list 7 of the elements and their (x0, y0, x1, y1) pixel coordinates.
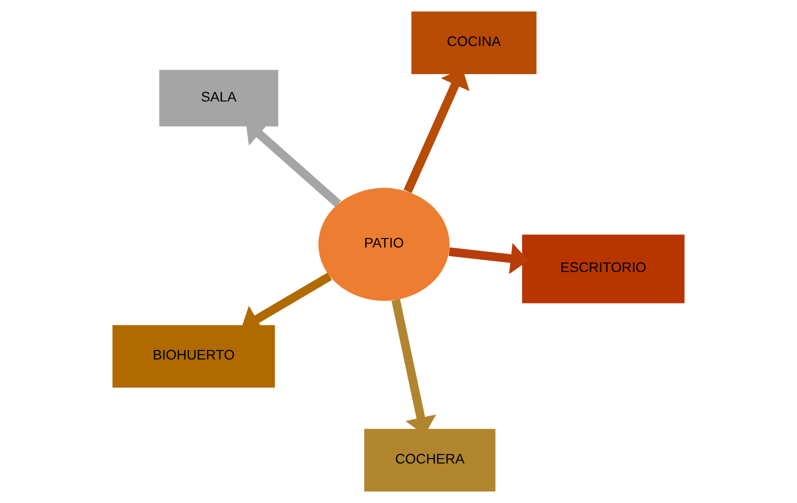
node-box: ESCRITORIO (522, 234, 685, 304)
arrow (448, 243, 529, 274)
node-box: BIOHUERTO (112, 325, 275, 388)
node-box: COCINA (411, 12, 536, 74)
node-box: SALA (159, 70, 278, 126)
node-ellipse: PATIO (318, 188, 450, 301)
node-box: COCHERA (364, 428, 496, 492)
